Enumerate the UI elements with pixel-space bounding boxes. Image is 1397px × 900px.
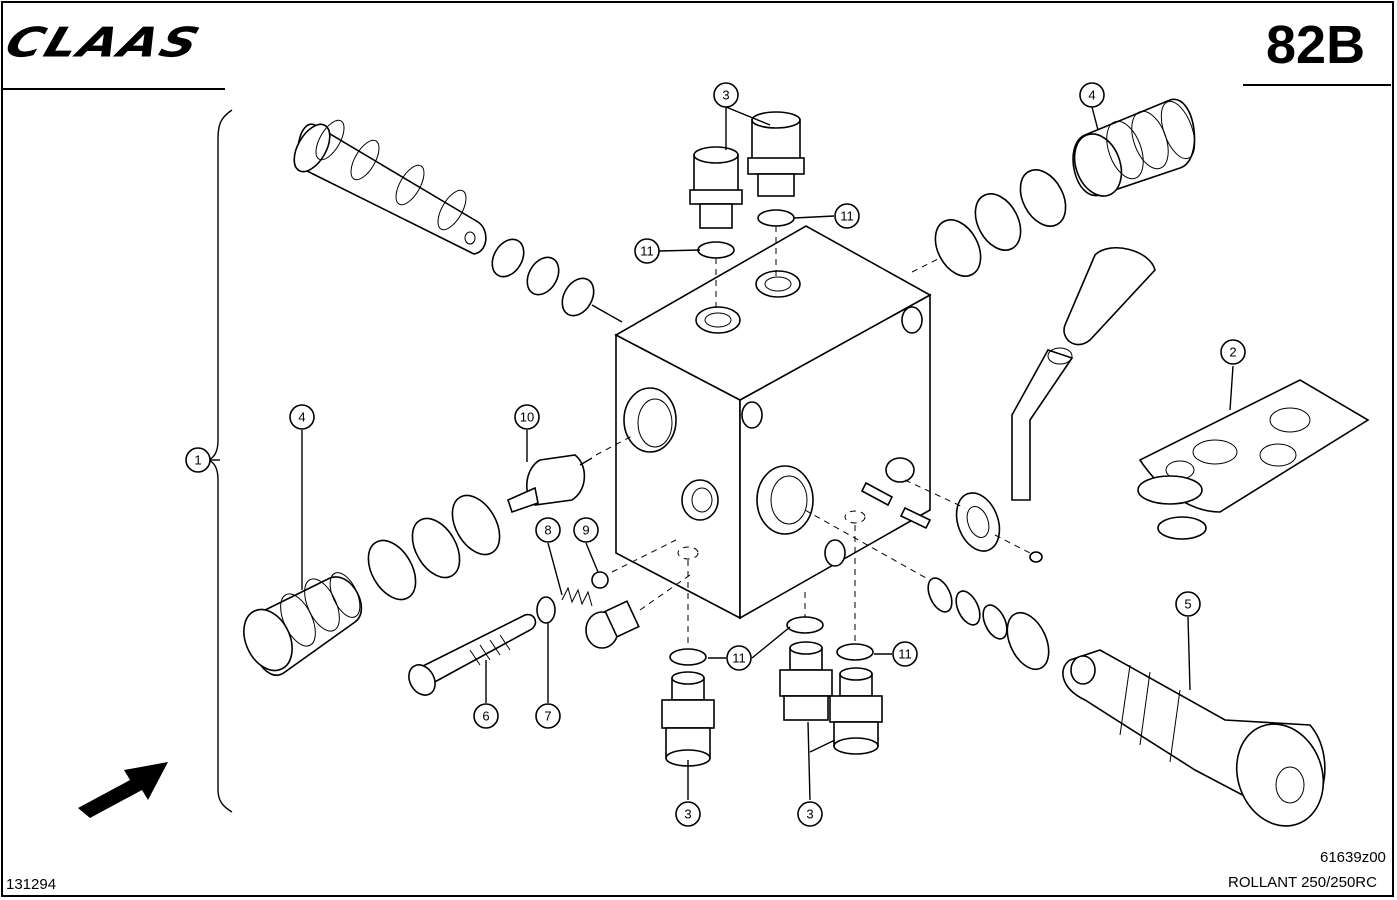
svg-text:3: 3	[684, 807, 691, 822]
o-ring	[1019, 169, 1067, 227]
callout-4-top: 4	[1079, 82, 1105, 108]
lever-handle	[1011, 247, 1156, 501]
o-ring	[367, 539, 417, 601]
check-valve	[507, 454, 593, 514]
o-ring	[451, 494, 501, 556]
svg-text:2: 2	[1229, 345, 1236, 360]
callout-11-bottom-left: 11	[726, 645, 752, 671]
svg-text:11: 11	[732, 651, 746, 666]
svg-text:7: 7	[544, 709, 551, 724]
spring	[561, 586, 593, 607]
seal-ring	[757, 209, 795, 227]
callout-9: 9	[573, 517, 599, 543]
svg-text:3: 3	[806, 807, 813, 822]
seal-ring	[786, 616, 824, 634]
o-ring	[974, 193, 1022, 251]
seal-washer	[955, 492, 1001, 552]
callout-7: 7	[535, 703, 561, 729]
seal-ring	[669, 648, 707, 666]
o-ring	[982, 604, 1008, 640]
o-ring	[927, 577, 953, 613]
drawing-code: 61639z00	[1320, 849, 1386, 866]
o-ring	[561, 277, 595, 317]
socket-bolt	[408, 613, 537, 696]
svg-text:6: 6	[482, 709, 489, 724]
svg-text:9: 9	[582, 523, 589, 538]
callout-3-top: 3	[713, 82, 739, 108]
callout-1: 1	[185, 447, 211, 473]
cartridge-top-right	[1072, 98, 1196, 197]
callout-6: 6	[473, 703, 499, 729]
header-rule-left	[3, 88, 225, 90]
washer	[536, 596, 556, 624]
callout-5: 5	[1175, 591, 1201, 617]
callout-11-top-left: 11	[634, 238, 660, 264]
svg-text:1: 1	[194, 453, 201, 468]
svg-text:11: 11	[898, 647, 912, 662]
callout-8: 8	[535, 517, 561, 543]
o-ring	[1006, 611, 1050, 671]
grub-screw	[1029, 551, 1043, 563]
callout-4-left: 4	[289, 404, 315, 430]
model-label: ROLLANT 250/250RC	[1228, 874, 1377, 891]
svg-text:8: 8	[544, 523, 551, 538]
o-ring	[526, 256, 560, 296]
seal-ring	[697, 241, 735, 259]
pressure-relief-valve	[1062, 649, 1326, 827]
o-ring	[491, 238, 525, 278]
cartridge-left	[243, 572, 363, 676]
callout-3-bottom-left: 3	[675, 801, 701, 827]
plug-screw	[585, 600, 640, 649]
seal-ring	[836, 643, 874, 661]
seal-kit-bag	[1137, 379, 1370, 540]
fitting-top-right	[747, 111, 805, 197]
callout-3-bottom-right: 3	[797, 801, 823, 827]
assembly-bracket	[205, 109, 233, 813]
svg-text:3: 3	[722, 88, 729, 103]
header-rule-right	[1243, 84, 1391, 86]
svg-text:11: 11	[840, 209, 854, 224]
svg-text:11: 11	[640, 244, 654, 259]
valve-block	[614, 225, 932, 620]
o-ring	[955, 590, 981, 626]
svg-text:4: 4	[1088, 88, 1095, 103]
spool-top-left	[293, 119, 487, 255]
page-number: 82B	[1266, 15, 1366, 75]
callout-11-bottom-right: 11	[892, 641, 918, 667]
dowel-pins	[860, 481, 932, 530]
svg-text:10: 10	[520, 410, 534, 425]
fitting-bottom-left	[661, 671, 715, 767]
svg-text:5: 5	[1184, 597, 1191, 612]
callout-2: 2	[1220, 339, 1246, 365]
fitting-bottom-middle	[779, 641, 833, 721]
check-ball	[591, 571, 609, 589]
svg-text:4: 4	[298, 410, 305, 425]
callout-10: 10	[514, 404, 540, 430]
o-ring	[934, 219, 982, 277]
fitting-bottom-right	[829, 667, 883, 755]
leader-lines	[210, 106, 1234, 801]
arrow-icon	[78, 762, 168, 818]
fitting-top-left	[689, 146, 743, 229]
callout-11-top-right: 11	[834, 203, 860, 229]
footer-left-code: 131294	[6, 876, 57, 893]
o-ring	[411, 517, 461, 579]
